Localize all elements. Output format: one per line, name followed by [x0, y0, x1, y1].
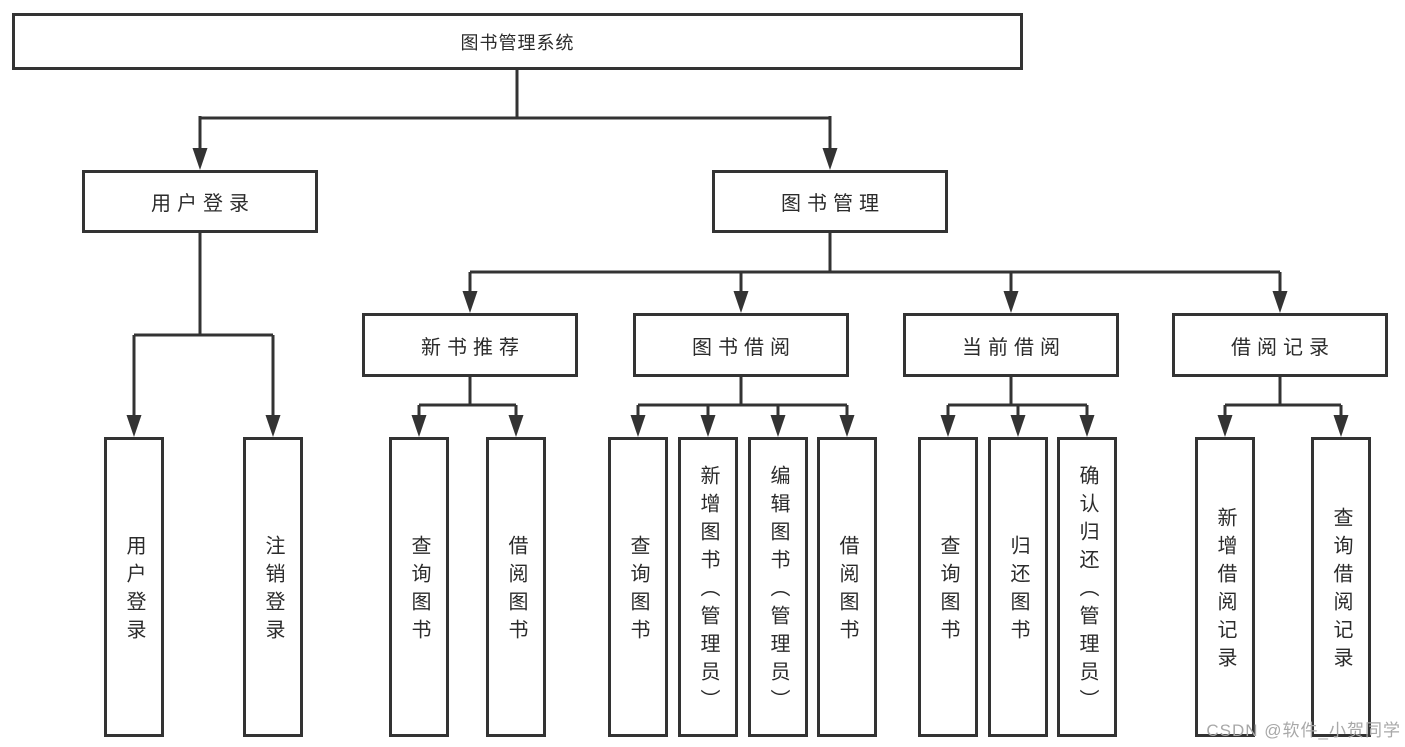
node-book-borrow-label: 图书借阅 — [692, 336, 796, 359]
leaf-return-books-label: 归还图书 — [1007, 535, 1029, 647]
leaf-borrow-books: 借阅图书 — [817, 437, 877, 737]
leaf-user-login-label: 用户登录 — [123, 535, 145, 647]
leaf-add-books-admin-label: 新增图书（管理员） — [697, 465, 719, 717]
node-user-login: 用户登录 — [82, 170, 318, 233]
leaf-confirm-return-admin: 确认归还（管理员） — [1057, 437, 1117, 737]
leaf-recommend-query-books-label: 查询图书 — [408, 535, 430, 647]
node-new-book-recommend-label: 新书推荐 — [421, 336, 525, 359]
leaf-current-query-books-label: 查询图书 — [937, 535, 959, 647]
leaf-return-books: 归还图书 — [988, 437, 1048, 737]
leaf-edit-books-admin: 编辑图书（管理员） — [748, 437, 808, 737]
node-book-borrow: 图书借阅 — [633, 313, 849, 377]
csdn-watermark: CSDN @软件_小贺同学 — [1206, 721, 1401, 740]
connector-user-login-to-leaves — [126, 233, 281, 437]
leaf-recommend-borrow-books-label: 借阅图书 — [505, 535, 527, 647]
leaf-borrow-query-books: 查询图书 — [608, 437, 668, 737]
node-current-borrow: 当前借阅 — [903, 313, 1119, 377]
leaf-add-books-admin: 新增图书（管理员） — [678, 437, 738, 737]
leaf-logout: 注销登录 — [243, 437, 303, 737]
node-library-system-label: 图书管理系统 — [460, 32, 575, 53]
leaf-logout-label: 注销登录 — [262, 535, 284, 647]
leaf-recommend-borrow-books: 借阅图书 — [486, 437, 546, 737]
leaf-user-login: 用户登录 — [104, 437, 164, 737]
leaf-query-borrow-record: 查询借阅记录 — [1311, 437, 1371, 737]
leaf-recommend-query-books: 查询图书 — [389, 437, 449, 737]
connector-new-book-recommend-to-leaves — [411, 377, 524, 437]
leaf-query-borrow-record-label: 查询借阅记录 — [1330, 507, 1352, 675]
node-book-management-label: 图书管理 — [781, 193, 885, 215]
node-user-login-label: 用户登录 — [151, 193, 255, 215]
connector-current-borrow-to-leaves — [940, 377, 1095, 437]
node-book-management: 图书管理 — [712, 170, 948, 233]
leaf-borrow-query-books-label: 查询图书 — [627, 535, 649, 647]
node-new-book-recommend: 新书推荐 — [362, 313, 578, 377]
connector-book-management-to-level3 — [462, 233, 1288, 313]
leaf-confirm-return-admin-label: 确认归还（管理员） — [1076, 465, 1098, 717]
connector-book-borrow-to-leaves — [630, 377, 855, 437]
node-borrow-records-label: 借阅记录 — [1231, 336, 1335, 359]
node-borrow-records: 借阅记录 — [1172, 313, 1388, 377]
leaf-borrow-books-label: 借阅图书 — [836, 535, 858, 647]
connector-borrow-records-to-leaves — [1217, 377, 1349, 437]
node-current-borrow-label: 当前借阅 — [962, 336, 1066, 359]
leaf-edit-books-admin-label: 编辑图书（管理员） — [767, 465, 789, 717]
leaf-add-borrow-record-label: 新增借阅记录 — [1214, 507, 1236, 675]
connector-root-to-level2 — [192, 70, 838, 170]
node-library-system: 图书管理系统 — [12, 13, 1023, 70]
leaf-add-borrow-record: 新增借阅记录 — [1195, 437, 1255, 737]
leaf-current-query-books: 查询图书 — [918, 437, 978, 737]
